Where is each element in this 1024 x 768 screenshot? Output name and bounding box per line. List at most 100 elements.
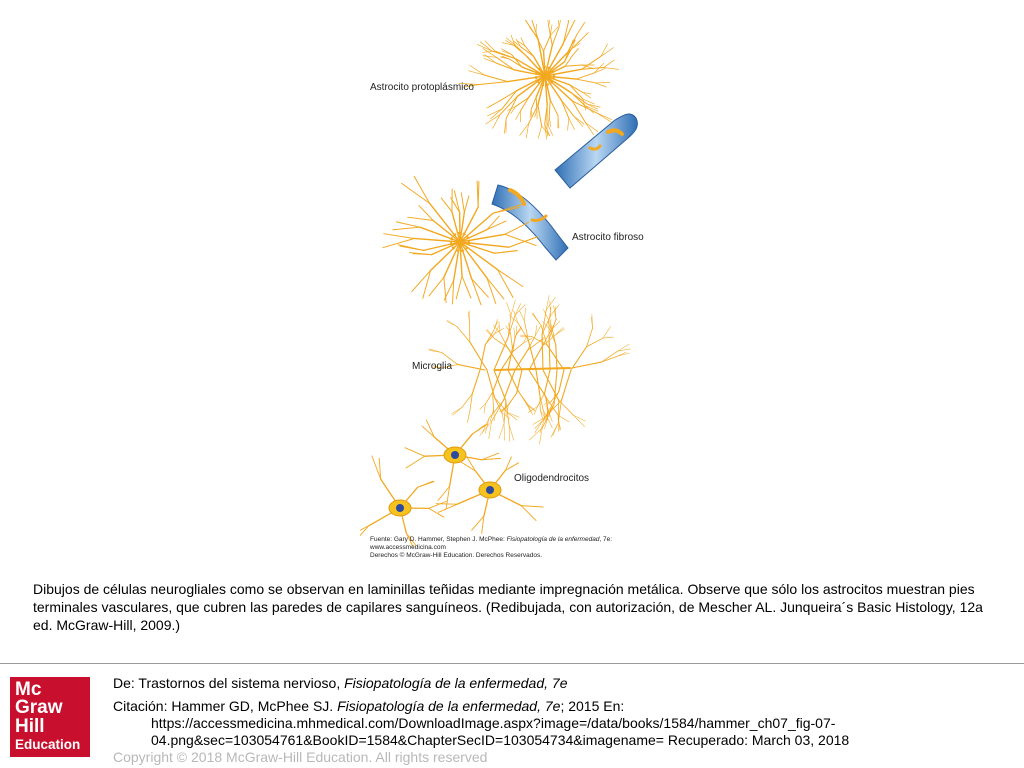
oligodendrocyte-1-nucleus: [451, 451, 459, 459]
protoplasmic-astrocyte-process: [568, 20, 569, 23]
oligodendrocyte-2-process: [466, 456, 476, 472]
fibrous-astrocyte-process: [459, 241, 488, 279]
microglia-process: [539, 409, 546, 418]
microglia-process: [617, 352, 630, 357]
fibrous-astrocyte-process: [450, 197, 461, 213]
protoplasmic-astrocyte-process: [549, 99, 559, 116]
oligodendrocyte-1-process: [480, 452, 500, 461]
microglia-process: [573, 415, 585, 427]
protoplasmic-astrocyte-process: [585, 122, 599, 132]
fibrous-astrocyte-process: [453, 190, 461, 213]
protoplasmic-astrocyte-process: [501, 90, 518, 110]
fibrous-astrocyte-process: [486, 215, 500, 231]
protoplasmic-astrocyte-process: [530, 108, 533, 118]
microglia-process: [515, 326, 522, 335]
fibrous-astrocyte-process: [443, 276, 447, 303]
protoplasmic-astrocyte-process: [524, 45, 534, 57]
protoplasmic-astrocyte-process: [463, 84, 480, 88]
protoplasmic-astrocyte-process: [585, 122, 595, 136]
microglia-process: [451, 407, 463, 415]
microglia-process: [548, 318, 557, 340]
microglia-process: [617, 351, 627, 357]
oligodendrocyte-3-process: [417, 480, 434, 488]
end-foot-3: [508, 188, 526, 206]
oligodendrocyte-2-nucleus: [486, 486, 494, 494]
oligodendrocyte-1-process: [445, 485, 451, 510]
protoplasmic-astrocyte-process: [515, 75, 546, 92]
microglia-process: [494, 397, 503, 414]
microglia-process: [514, 304, 526, 316]
microglia-process: [471, 369, 481, 395]
copyright-notice: Copyright © 2018 McGraw-Hill Education. …: [113, 749, 488, 765]
fibrous-astrocyte-process: [504, 221, 530, 235]
protoplasmic-astrocyte-process: [593, 68, 606, 74]
protoplasmic-astrocyte-process: [551, 26, 560, 46]
citation-url-line-1[interactable]: https://accessmedicina.mhmedical.com/Dow…: [151, 715, 836, 731]
protoplasmic-astrocyte-process: [488, 100, 500, 108]
protoplasmic-astrocyte-process: [503, 118, 507, 134]
protoplasmic-astrocyte-process: [490, 108, 503, 120]
fibrous-astrocyte-process: [429, 241, 461, 272]
protoplasmic-astrocyte-process: [531, 20, 539, 40]
citation-url-line-2[interactable]: 04.png&sec=103054761&BookID=1584&Chapter…: [151, 732, 850, 748]
citation-book: Fisiopatología de la enfermedad, 7e: [337, 698, 561, 714]
microglia-process: [528, 345, 544, 371]
microglia-process: [457, 363, 486, 371]
oligodendrocyte-3-process: [428, 507, 445, 518]
source-rights: Derechos © McGraw-Hill Education. Derech…: [370, 552, 543, 559]
oligodendrocyte-2-process: [520, 505, 537, 522]
microglia-process: [523, 320, 529, 341]
microglia-process: [441, 352, 458, 365]
fibrous-astrocyte-process: [460, 192, 465, 213]
label-microglia: Microglia: [412, 361, 453, 372]
protoplasmic-astrocyte-process: [525, 123, 530, 139]
protoplasmic-astrocyte-process: [479, 41, 492, 52]
source-chapter: De: Trastornos del sistema nervioso, Fis…: [113, 675, 1013, 692]
protoplasmic-astrocyte-process: [562, 21, 569, 45]
protoplasmic-astrocyte-process: [544, 52, 569, 77]
oligodendrocyte-3-process: [360, 525, 370, 531]
protoplasmic-astrocyte-body: [535, 66, 555, 86]
microglia-process: [508, 314, 519, 324]
microglia-process: [488, 421, 492, 439]
microglia-process: [541, 404, 555, 429]
protoplasmic-astrocyte-process: [535, 75, 546, 98]
microglia-process: [507, 412, 520, 418]
protoplasmic-astrocyte-process: [544, 124, 547, 140]
oligodendrocyte-1-process: [405, 455, 426, 469]
protoplasmic-astrocyte-process: [576, 21, 586, 35]
from-book: Fisiopatología de la enfermedad, 7e: [344, 675, 568, 691]
mcgraw-hill-logo: Mc Graw Hill Education: [10, 677, 90, 757]
protoplasmic-astrocyte-process: [544, 75, 548, 106]
protoplasmic-astrocyte-process: [530, 96, 537, 110]
microglia-process: [507, 412, 518, 421]
oligodendrocyte-3-process: [406, 532, 417, 546]
microglia-process: [507, 347, 513, 371]
microglia-process: [617, 348, 631, 352]
protoplasmic-astrocyte-process: [564, 54, 574, 67]
fibrous-astrocyte-process: [432, 219, 461, 243]
fibrous-astrocyte-process: [422, 241, 461, 252]
microglia-process: [479, 403, 486, 410]
fibrous-astrocyte-process: [451, 279, 455, 305]
microglia-process: [546, 297, 556, 311]
protoplasmic-astrocyte-process: [509, 58, 523, 68]
citation-suffix: ; 2015 En:: [560, 698, 625, 714]
microglia-process: [479, 421, 492, 436]
protoplasmic-astrocyte-process: [482, 55, 497, 58]
protoplasmic-astrocyte-process: [582, 92, 592, 95]
fibrous-astrocyte-process: [413, 175, 431, 204]
oligodendrocyte-2-process: [460, 461, 476, 472]
protoplasmic-astrocyte-process: [571, 100, 587, 124]
protoplasmic-astrocyte-process: [567, 20, 569, 23]
logo-line-1: Mc: [15, 679, 42, 700]
oligodendrocyte-2-process: [471, 515, 485, 531]
microglia-process: [519, 334, 532, 337]
microglia-process: [534, 420, 543, 433]
protoplasmic-astrocyte-process: [548, 116, 551, 128]
protoplasmic-astrocyte-process: [510, 34, 515, 45]
protoplasmic-astrocyte-process: [541, 125, 550, 136]
microglia-body: [494, 367, 571, 371]
microglia-process: [493, 409, 495, 421]
protoplasmic-astrocyte-process: [581, 55, 602, 70]
